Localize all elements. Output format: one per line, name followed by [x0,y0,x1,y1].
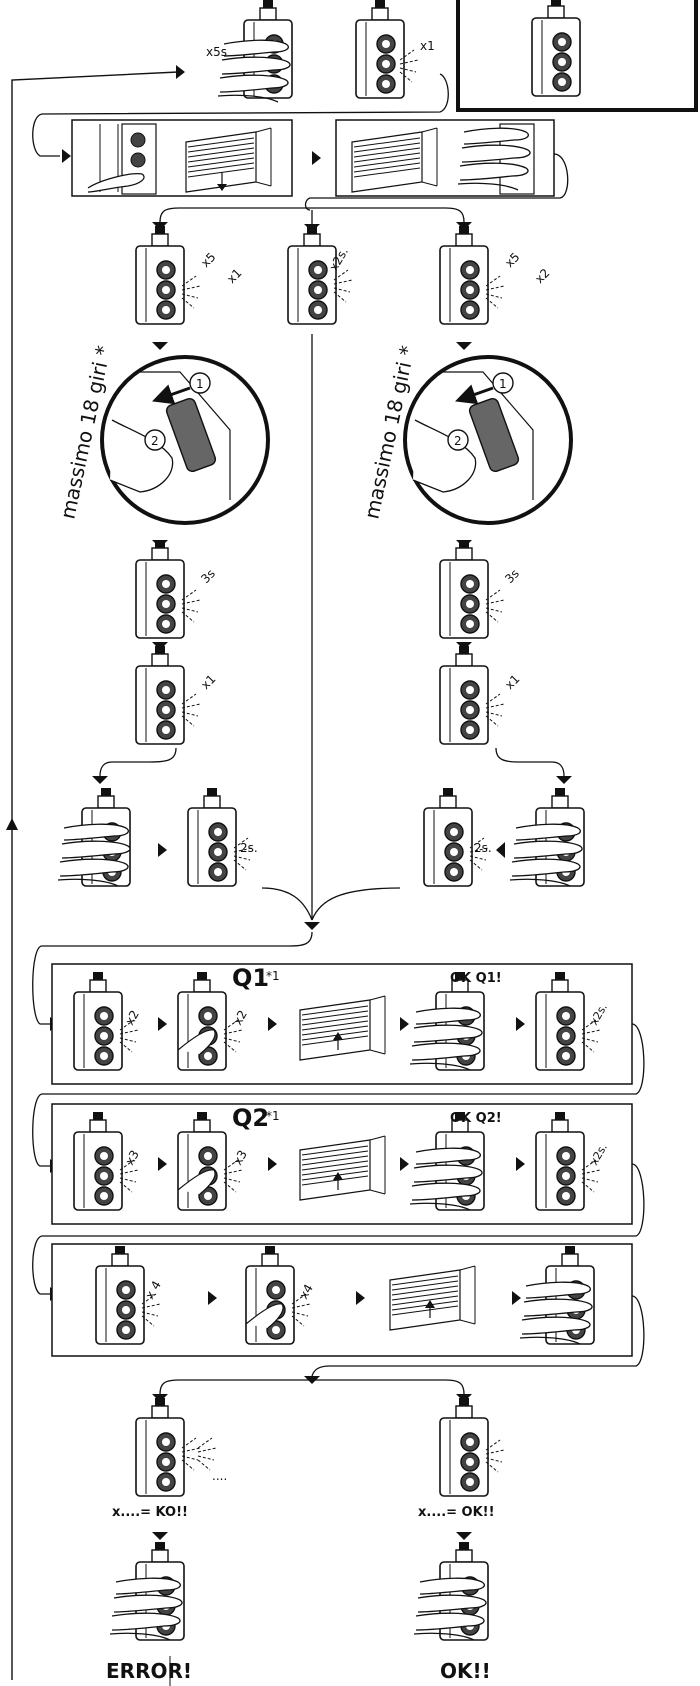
start-arrow [176,65,185,79]
flow-arrow [158,843,167,857]
panel-release-contents [351,123,535,195]
control-box-icon [135,1397,185,1497]
label-x5s: x5s [206,45,227,59]
label-x1: x1 [502,672,522,692]
branch-right-blink: x5 x2 [439,225,553,325]
step-1-marker: 1 [196,377,204,391]
control-box-icon [287,225,337,325]
branch-left-blink: x5 x1 [135,225,245,325]
label-x4: x4 [296,1282,315,1302]
ko-equation: x....= KO!! [112,1505,188,1520]
control-box-icon [135,645,185,745]
adjust-circle-left: 1 2 massimo 18 giri * [55,343,270,525]
connector [311,1295,645,1377]
label-x5: x5 [502,250,522,270]
connector [304,153,569,211]
blink-rays-icon [197,1437,217,1471]
label-3s: 3s [198,566,218,586]
label-x5: x5 [198,250,218,270]
branch-middle-hold: x2s. [287,225,353,325]
panel-q1-contents: x2 x2 Q1 *1 OK Q1! x2s. [73,964,610,1071]
control-box-icon [423,787,473,887]
adjust-knob-icon [468,397,520,473]
control-box-icon [355,0,405,99]
label-2s: 2s. [474,841,492,855]
flow-arrow [456,342,472,350]
branch-line [159,1379,465,1395]
step-q2-title: Q2 [232,1104,269,1132]
control-box-icon [135,539,185,639]
step-hold-3s-right: 3s [439,539,522,639]
label-x1: x1 [198,672,218,692]
control-box-icon [439,225,489,325]
pressing-hand-icon [109,419,174,493]
step-release-2s-left: 2s. [187,787,258,887]
step-hold-3s-left: 3s [135,539,218,639]
label-x3: x3 [122,1148,141,1168]
finger-icon [177,1169,216,1195]
step-hold-right [509,787,585,887]
flow-arrow [152,342,168,350]
flow-arrow [92,776,108,784]
control-box-icon [187,787,237,887]
label-x1: x1 [420,39,435,53]
step-1-marker: 1 [499,377,507,391]
loop-up-arrow [6,818,18,830]
flow-arrow [304,922,320,930]
label-x2: x2 [532,266,552,286]
label-x2: x2 [122,1008,141,1028]
control-box-icon [439,645,489,745]
ok-label: OK!! [440,1659,491,1683]
step-2-marker: 2 [454,434,462,448]
step-release-2s-right: 2s. [423,787,492,887]
step-blink-x1: x1 [355,0,435,99]
step-q1-note: *1 [266,969,280,983]
branch-line [159,207,465,223]
label-3s: 3s [502,566,522,586]
flow-arrow [152,1532,168,1540]
control-box-icon [135,225,185,325]
ok-q2-label: OK Q2! [450,1111,502,1126]
pressing-hand-icon [412,419,477,493]
label-x2: x2 [230,1008,249,1028]
step-blink-x1-left: x1 [135,645,219,745]
result-ko: .... x....= KO!! ERROR! [106,1397,227,1683]
return-loop-line [11,71,179,1680]
label-x1: x1 [224,266,244,286]
step-2-marker: 2 [151,434,159,448]
finger-icon [177,1029,216,1055]
step-blink-x1-right: x1 [439,645,523,745]
flow-arrow [556,776,572,784]
flow-arrow [62,149,71,163]
adjust-knob-icon [165,397,217,473]
panel-close-contents [87,123,272,195]
ok-equation: x....= OK!! [418,1505,495,1520]
step-hold-5s: x5s [206,0,293,103]
step-q2-note: *1 [266,1109,280,1123]
step-hold-left [57,787,131,887]
error-label: ERROR! [106,1659,192,1683]
dots-label: .... [212,1469,227,1483]
flow-arrow [456,1532,472,1540]
adjust-circle-right: 1 2 massimo 18 giri * [359,343,573,525]
connector [32,73,449,157]
connector [32,1023,645,1167]
result-ok: x....= OK!! OK!! [413,1397,505,1683]
flow-arrow [496,842,505,858]
connector [32,931,313,1025]
finger-icon [245,1303,284,1329]
control-box-icon [439,539,489,639]
control-box-icon [439,1397,489,1497]
ok-q1-label: OK Q1! [450,971,502,986]
flow-arrow [312,151,321,165]
label-2s: 2s. [240,841,258,855]
connector [32,1163,645,1295]
label-x3: x3 [230,1148,249,1168]
step-q1-title: Q1 [232,964,269,992]
